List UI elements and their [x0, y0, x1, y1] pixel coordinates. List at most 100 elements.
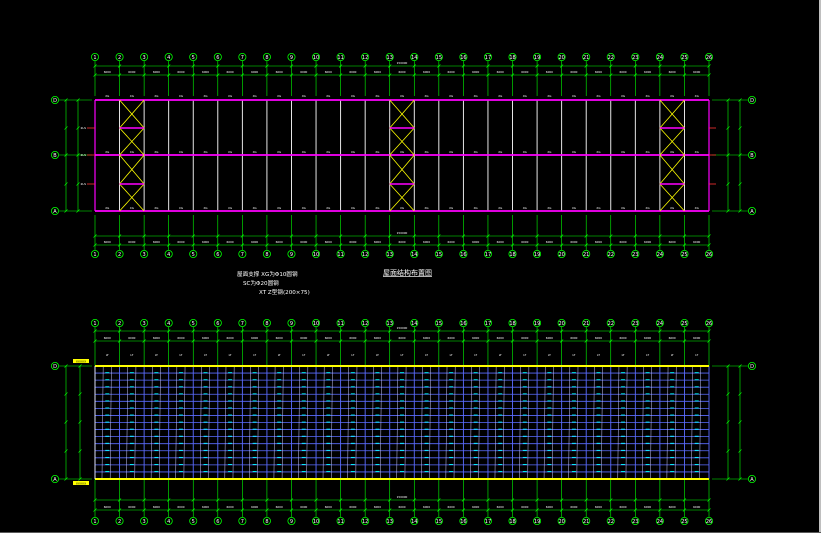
axis-bubble-label: 10 — [313, 519, 319, 525]
dimension-text: 6000 — [398, 240, 405, 244]
dimension-text: 6000 — [104, 240, 111, 244]
axis-bubble-circle — [655, 517, 664, 526]
dimension-text: 6000 — [374, 505, 381, 509]
sag-rod — [183, 365, 186, 480]
axis-bubble-circle — [91, 249, 100, 258]
axis-bubble-circle — [748, 474, 757, 483]
axis-bubble-label: 21 — [583, 55, 589, 61]
axis-bubble-circle — [434, 517, 443, 526]
axis-bubble-label: 24 — [657, 252, 663, 258]
axis-bubble-label: D — [750, 364, 754, 370]
axis-bubble-circle — [631, 53, 640, 62]
dimension-tick — [510, 339, 515, 343]
side-dimension-tick — [738, 209, 742, 213]
dimension-tick — [117, 243, 122, 247]
axis-bubble-circle — [213, 517, 222, 526]
dimension-tick — [633, 64, 638, 68]
sag-rod — [568, 365, 571, 480]
tie-label: XG — [375, 150, 379, 154]
axis-bubble-circle — [533, 517, 542, 526]
dimension-tick — [338, 243, 343, 247]
dimension-tick — [166, 508, 171, 512]
tie-label: XG — [547, 150, 551, 154]
sag-rod — [404, 365, 407, 480]
purlin-top-axis-bubble-24: 24 — [655, 318, 664, 327]
bottom-axis-bubble-7: 7 — [238, 249, 247, 258]
dimension-text: 6000 — [669, 240, 676, 244]
dimension-tick — [437, 508, 441, 512]
axis-bubble-circle — [508, 249, 517, 258]
axis-bubble-circle — [361, 53, 370, 62]
top-axis-bubble-23: 23 — [631, 53, 640, 62]
tie-label: XG — [523, 94, 527, 98]
axis-bubble-circle — [189, 53, 198, 62]
axis-bubble-label: 20 — [558, 519, 564, 525]
purlin-top-axis-bubble-22: 22 — [606, 318, 615, 327]
axis-bubble-label: 19 — [534, 321, 540, 327]
side-dimension-tick — [738, 153, 742, 157]
dimension-text: 6000 — [276, 505, 283, 509]
axis-bubble-circle — [287, 53, 296, 62]
axis-bubble-label: 25 — [681, 252, 687, 258]
side-dimension-tick — [726, 126, 730, 130]
dimension-tick — [338, 234, 343, 238]
purlin-bottom-axis-bubble-26: 26 — [705, 517, 714, 526]
axis-bubble-circle — [459, 249, 468, 258]
side-dimension-tick — [738, 182, 742, 186]
dimension-tick — [707, 234, 711, 238]
dimension-tick — [658, 243, 662, 247]
dimension-tick — [609, 243, 613, 247]
purlin-top-axis-bubble-8: 8 — [262, 318, 271, 327]
dimension-tick — [658, 498, 662, 502]
dimension-tick — [559, 73, 564, 77]
dimension-tick — [142, 339, 146, 343]
dimension-text: 6000 — [644, 240, 651, 244]
dimension-tick — [584, 339, 588, 343]
dimension-text: 6000 — [177, 70, 184, 74]
top-axis-bubble-12: 12 — [361, 53, 370, 62]
bottom-axis-bubble-18: 18 — [508, 249, 517, 258]
dimension-tick — [142, 329, 146, 333]
top-axis-bubble-9: 9 — [287, 53, 296, 62]
purlin-tag: LT — [450, 353, 453, 357]
axis-bubble-circle — [557, 318, 566, 327]
dimension-text: 6000 — [153, 70, 160, 74]
top-axis-bubble-1: 1 — [91, 53, 100, 62]
axis-bubble-circle — [51, 150, 60, 159]
purlin-tag: LT — [572, 353, 575, 357]
axis-bubble-circle — [434, 318, 443, 327]
tie-label: XG — [400, 94, 404, 98]
axis-bubble-label: 15 — [436, 321, 442, 327]
axis-bubble-label: D — [53, 98, 57, 104]
sag-rod — [281, 365, 284, 480]
dimension-tick — [289, 64, 294, 68]
axis-bubble-label: 15 — [436, 519, 442, 525]
dimension-text: 6000 — [300, 505, 307, 509]
roof-bracing-diagonal — [389, 127, 415, 156]
axis-bubble-circle — [748, 206, 757, 215]
dimension-tick — [93, 329, 97, 333]
axis-bubble-label: 12 — [362, 321, 368, 327]
axis-bubble-label: 21 — [583, 519, 589, 525]
dimension-tick — [363, 508, 367, 512]
axis-bubble-label: 24 — [657, 321, 663, 327]
dimension-tick — [338, 498, 343, 502]
tie-label: XG — [203, 94, 207, 98]
dimension-tick — [216, 73, 220, 77]
axis-bubble-circle — [213, 318, 222, 327]
dimension-tick — [240, 234, 245, 238]
dimension-tick — [437, 498, 441, 502]
dimension-tick — [707, 64, 711, 68]
axis-bubble-label: 2 — [118, 252, 121, 258]
dimension-tick — [142, 243, 146, 247]
dimension-text: 6000 — [595, 240, 602, 244]
dimension-tick — [535, 234, 539, 238]
axis-bubble-circle — [655, 53, 664, 62]
dimension-text: 6000 — [570, 70, 577, 74]
axis-bubble-circle — [483, 249, 492, 258]
side-dimension-tick — [726, 477, 730, 481]
purlin-tag: LT — [155, 353, 158, 357]
dimension-tick — [486, 234, 490, 238]
dimension-tick — [363, 339, 367, 343]
